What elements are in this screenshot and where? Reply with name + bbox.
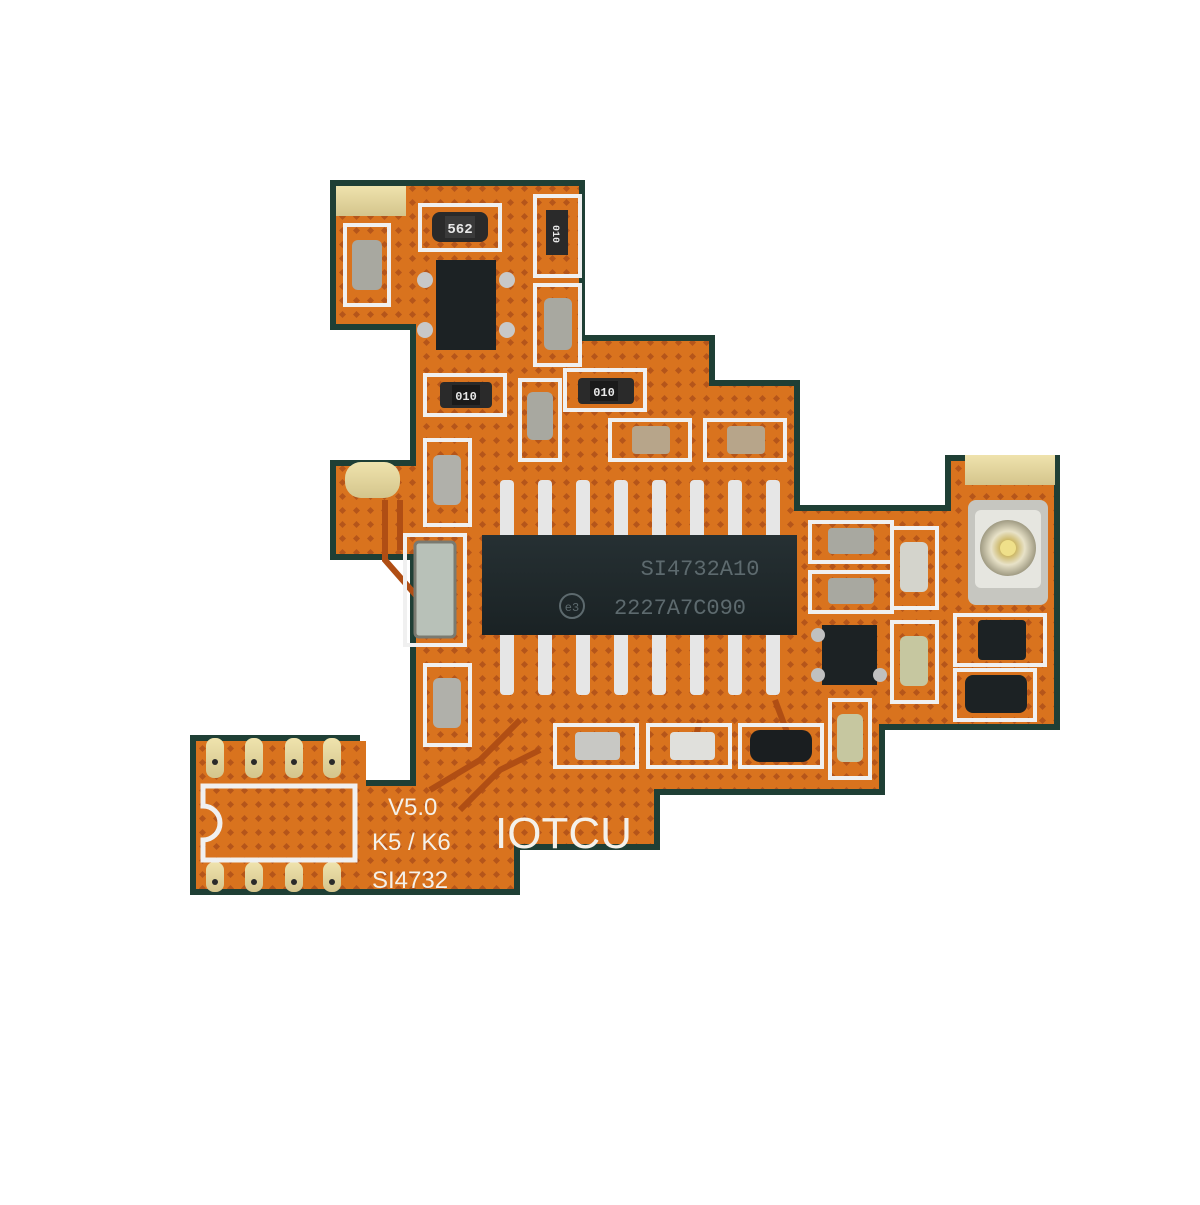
component-group-right: [808, 520, 939, 780]
gold-pad: [965, 455, 1055, 485]
ic-marking-line2: 2227A7C090: [614, 596, 746, 621]
crystal-oscillator: [403, 533, 467, 647]
model-label: K5 / K6: [372, 829, 451, 856]
component-group-top-left: 562 010: [343, 194, 582, 367]
ic-pins-top: [500, 480, 780, 540]
ic-pins-bottom: [500, 630, 780, 695]
gold-pad: [336, 186, 406, 216]
resistor-marking: 562: [447, 222, 472, 238]
ic-marking-line1: SI4732A10: [641, 557, 760, 582]
component-group-bottom: [553, 723, 824, 769]
ic-logo: e3: [565, 601, 579, 615]
resistor-marking: 010: [549, 225, 560, 243]
silkscreen-labels: V5.0 K5 / K6 SI4732 IOTCU: [372, 794, 632, 894]
component-lower-left: [423, 663, 472, 747]
main-ic: SI4732A10 e3 2227A7C090: [482, 535, 797, 635]
brand-label: IOTCU: [495, 809, 632, 858]
resistor-marking: 010: [593, 386, 615, 400]
component-group-far-right: [953, 613, 1047, 722]
ufl-antenna-connector: [968, 500, 1048, 605]
version-label: V5.0: [388, 794, 437, 821]
component-group-mid: 010 010: [423, 368, 787, 527]
chip-name-label: SI4732: [372, 867, 448, 894]
gold-pad: [345, 462, 400, 498]
resistor-marking: 010: [455, 390, 477, 404]
edge-connector: [200, 738, 358, 892]
